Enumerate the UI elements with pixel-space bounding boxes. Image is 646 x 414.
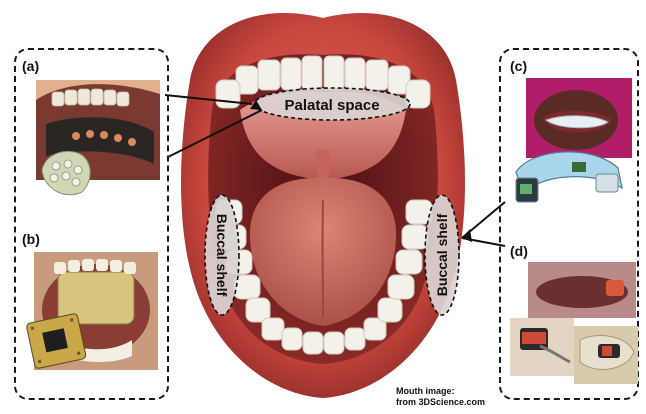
buccal-shelf-left-label: Buccal shelf bbox=[214, 214, 230, 297]
panel-d-letter: (d) bbox=[510, 243, 528, 259]
panel-b-photo bbox=[24, 252, 158, 390]
image-credit-line2: from 3DScience.com bbox=[396, 397, 485, 408]
buccal-shelf-right-label: Buccal shelf bbox=[434, 213, 450, 296]
image-credit: Mouth image: from 3DScience.com bbox=[396, 386, 485, 408]
panel-c-letter: (c) bbox=[510, 58, 527, 74]
panel-d-photo bbox=[510, 262, 638, 384]
panel-c-photo bbox=[512, 78, 632, 214]
panel-b-letter: (b) bbox=[22, 231, 40, 247]
image-credit-line1: Mouth image: bbox=[396, 386, 485, 397]
panel-a-letter: (a) bbox=[22, 58, 39, 74]
panel-a-photo bbox=[36, 80, 160, 198]
panel-c-device bbox=[516, 152, 622, 202]
palatal-space-label: Palatal space bbox=[284, 97, 379, 114]
